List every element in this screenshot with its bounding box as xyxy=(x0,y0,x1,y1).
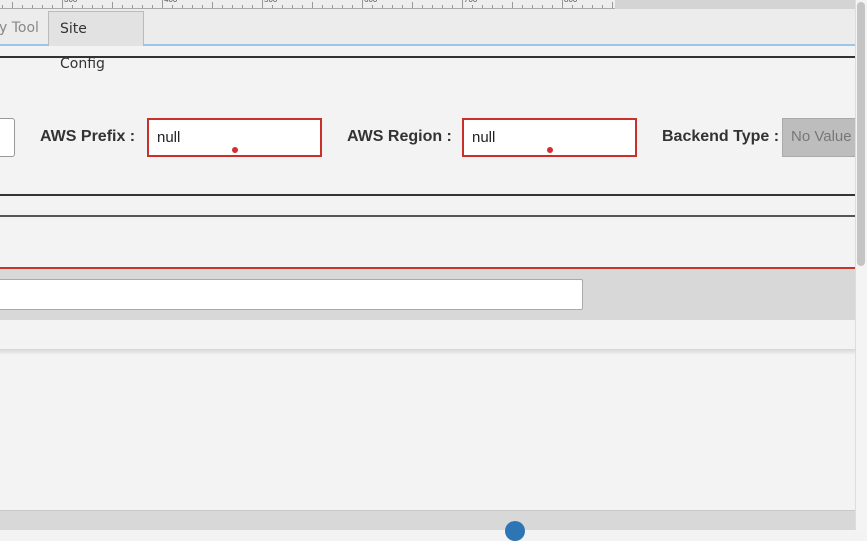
divider xyxy=(0,194,855,196)
aws-prefix-value: null xyxy=(157,129,181,146)
ruler-tick xyxy=(492,5,493,8)
ruler-tick xyxy=(302,5,303,8)
ruler-tick xyxy=(252,5,253,8)
ruler-tick xyxy=(502,5,503,8)
ruler-tick xyxy=(552,5,553,8)
text-input[interactable] xyxy=(0,279,583,310)
ruler-tick xyxy=(452,5,453,8)
ruler-tick xyxy=(162,0,163,8)
ruler-tick xyxy=(592,5,593,8)
ruler-tick xyxy=(212,2,213,8)
ruler-tick xyxy=(582,5,583,8)
ruler-tick xyxy=(352,5,353,8)
ruler-tick xyxy=(202,5,203,8)
ruler-label: 600 xyxy=(364,0,377,4)
ruler-tick xyxy=(192,5,193,8)
ruler-tick xyxy=(312,2,313,8)
ruler-tick xyxy=(342,5,343,8)
ruler-tick xyxy=(412,2,413,8)
section-divider xyxy=(0,267,855,269)
ruler-tick xyxy=(522,5,523,8)
ruler-tick xyxy=(442,5,443,8)
ruler-tick xyxy=(482,5,483,8)
ruler-tick xyxy=(42,5,43,8)
error-dot-icon xyxy=(547,147,553,153)
ruler-tick xyxy=(402,5,403,8)
ruler-tick xyxy=(382,5,383,8)
ruler-tick xyxy=(172,5,173,8)
aws-region-label: AWS Region : xyxy=(347,128,452,145)
ruler-tick xyxy=(572,5,573,8)
ruler-label: 700 xyxy=(464,0,477,4)
ruler-tick xyxy=(432,5,433,8)
ruler-label: 400 xyxy=(164,0,177,4)
ruler-tick xyxy=(232,5,233,8)
ruler-tick xyxy=(542,5,543,8)
ruler-tick xyxy=(2,5,3,8)
ruler-tick xyxy=(112,2,113,8)
ruler-tick xyxy=(22,5,23,8)
ruler-tick xyxy=(612,2,613,8)
ruler-tick xyxy=(132,5,133,8)
ruler-tick xyxy=(102,5,103,8)
ruler-background xyxy=(615,0,855,9)
tab-site-config[interactable]: Site Config xyxy=(48,11,144,72)
aws-prefix-label: AWS Prefix : xyxy=(40,128,136,145)
ruler-label: 300 xyxy=(64,0,77,4)
ruler-tick xyxy=(332,5,333,8)
ruler-tick xyxy=(72,5,73,8)
ruler-tick xyxy=(272,5,273,8)
ruler-tick xyxy=(562,0,563,8)
tab-bar: y Tool Site Config xyxy=(0,9,855,72)
bottom-bar xyxy=(0,510,855,530)
ruler-tick xyxy=(362,0,363,8)
ruler-tick xyxy=(182,5,183,8)
backend-type-select[interactable]: No Value xyxy=(782,118,862,157)
ruler-tick xyxy=(602,5,603,8)
ruler-tick xyxy=(422,5,423,8)
ruler-tick xyxy=(392,5,393,8)
ruler-tick xyxy=(152,5,153,8)
scrollbar-thumb[interactable] xyxy=(857,2,865,266)
ruler-tick xyxy=(52,5,53,8)
ruler-tick xyxy=(242,5,243,8)
divider xyxy=(0,56,855,58)
ruler-tick xyxy=(12,2,13,8)
ruler-tick xyxy=(32,5,33,8)
ruler-tick xyxy=(372,5,373,8)
error-dot-icon xyxy=(232,147,238,153)
divider xyxy=(0,215,855,217)
ruler-tick xyxy=(532,5,533,8)
aws-prefix-input[interactable]: null xyxy=(147,118,322,157)
ruler-tick xyxy=(292,5,293,8)
ruler-tick xyxy=(462,0,463,8)
ruler-tick xyxy=(92,5,93,8)
panel-shadow xyxy=(0,349,855,355)
info-icon[interactable] xyxy=(505,521,525,541)
ruler-tick xyxy=(142,5,143,8)
ruler-tick xyxy=(512,2,513,8)
ruler-tick xyxy=(62,0,63,8)
ruler-tick xyxy=(222,5,223,8)
backend-type-label: Backend Type : xyxy=(662,128,780,145)
ruler-label: 500 xyxy=(264,0,277,4)
ruler-tick xyxy=(472,5,473,8)
partial-input[interactable] xyxy=(0,118,15,157)
aws-region-input[interactable]: null xyxy=(462,118,637,157)
ruler-label: 800 xyxy=(564,0,577,4)
ruler-tick xyxy=(82,5,83,8)
tab-tool[interactable]: y Tool xyxy=(0,20,39,36)
ruler: 300 400 500 600 700 800 xyxy=(0,0,615,9)
ruler-tick xyxy=(322,5,323,8)
ruler-tick xyxy=(282,5,283,8)
aws-region-value: null xyxy=(472,129,496,146)
ruler-tick xyxy=(122,5,123,8)
ruler-tick xyxy=(262,0,263,8)
